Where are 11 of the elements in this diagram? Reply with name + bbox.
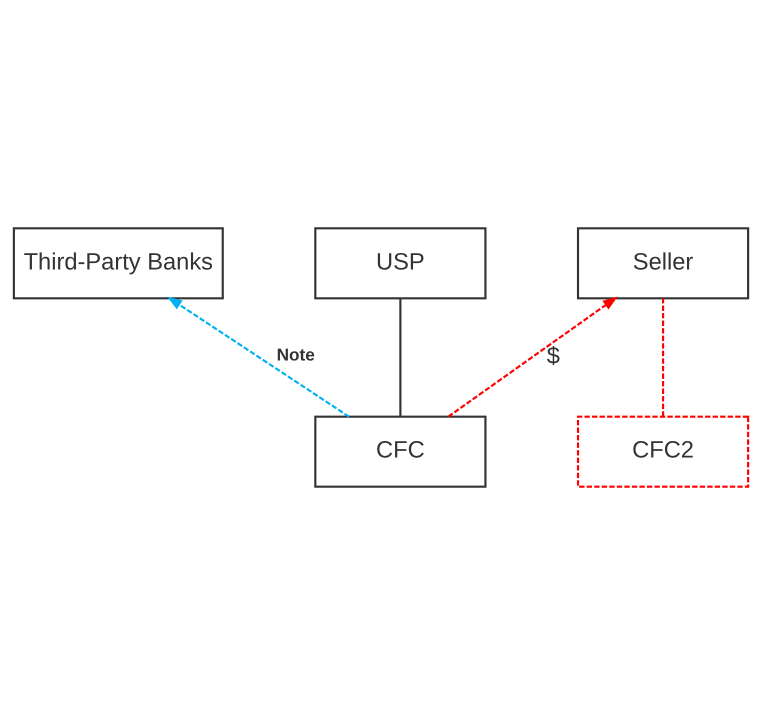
connector <box>662 298 664 416</box>
node-box: Seller <box>576 227 749 300</box>
connector <box>398 298 401 416</box>
arrow <box>447 296 618 418</box>
node-box: CFC <box>314 416 486 488</box>
arrow <box>166 296 350 418</box>
edge-label: $ <box>546 344 560 370</box>
edge-label: Note <box>276 344 314 365</box>
node-box: Third-Party Banks <box>12 227 224 300</box>
node-box: CFC2 <box>576 416 749 488</box>
node-box: USP <box>314 227 486 300</box>
